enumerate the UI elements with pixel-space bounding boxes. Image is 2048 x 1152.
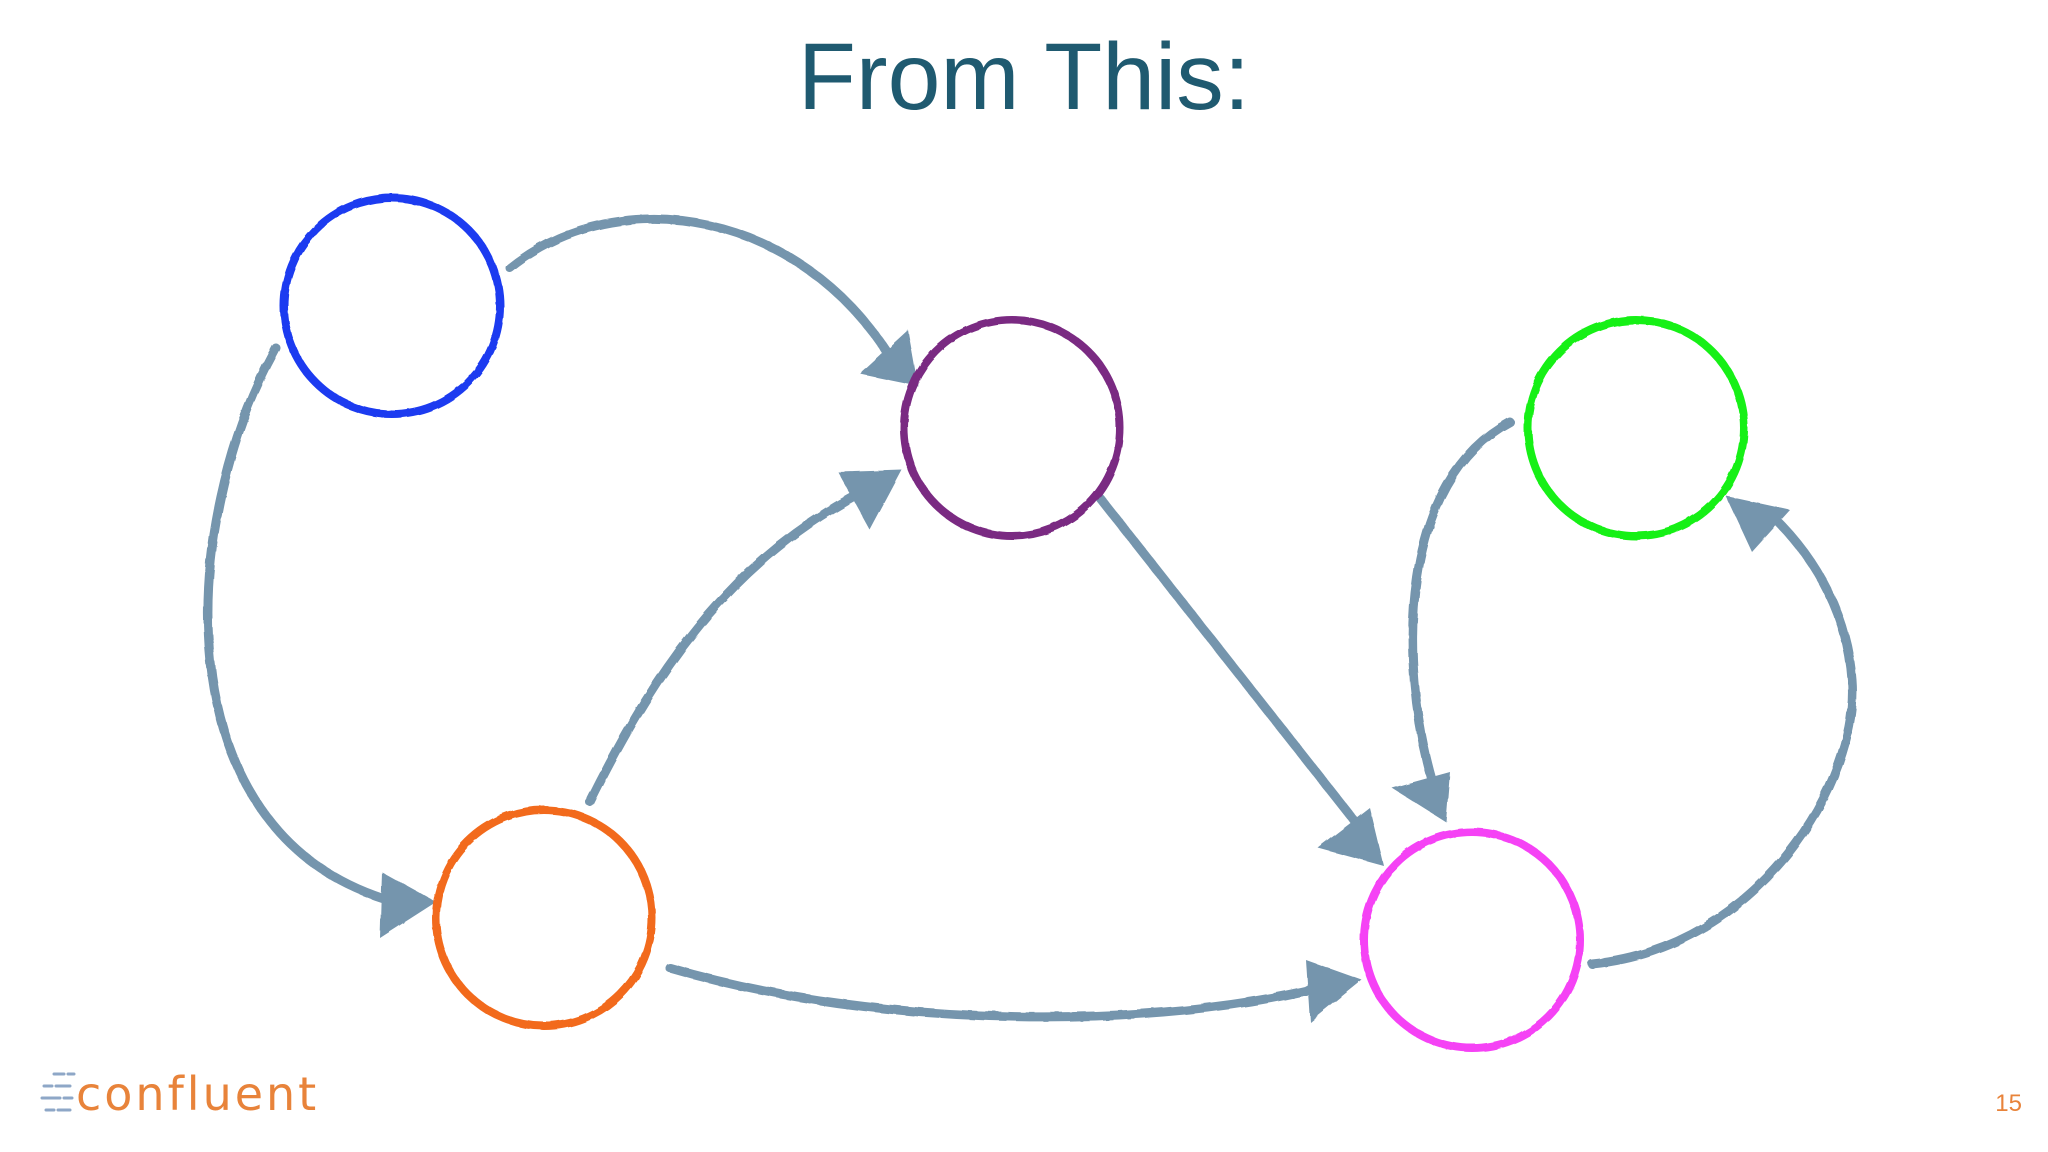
arrowhead-orange-to-purple [838,470,902,530]
node-blue [280,194,504,418]
slide-title: From This: [797,24,1251,130]
node-orange [432,806,656,1030]
edge-green-to-magenta [1408,417,1515,785]
edge-orange-to-magenta [665,963,1335,1022]
arrowhead-green-to-magenta [1392,772,1450,822]
logo-text: confluent [76,1067,320,1121]
page-number: 15 [1995,1090,2022,1117]
arrowhead-blue-to-orange [380,872,436,938]
edge-purple-to-magenta [1095,493,1373,843]
edge-magenta-to-green [1587,507,1857,969]
confluent-logo: confluent [40,1064,340,1134]
edge-blue-to-purple [505,214,897,365]
node-magenta [1360,828,1584,1052]
arrowhead-orange-to-magenta [1306,960,1362,1022]
confluent-logo-icon [40,1072,76,1112]
edge-blue-to-orange [203,343,393,905]
node-purple [900,316,1124,540]
arrowhead-blue-to-purple [860,330,918,386]
node-green [1524,316,1748,540]
edge-orange-to-purple [585,479,883,807]
arrowhead-purple-to-magenta [1318,808,1384,866]
arrowhead-magenta-to-green [1726,496,1790,552]
